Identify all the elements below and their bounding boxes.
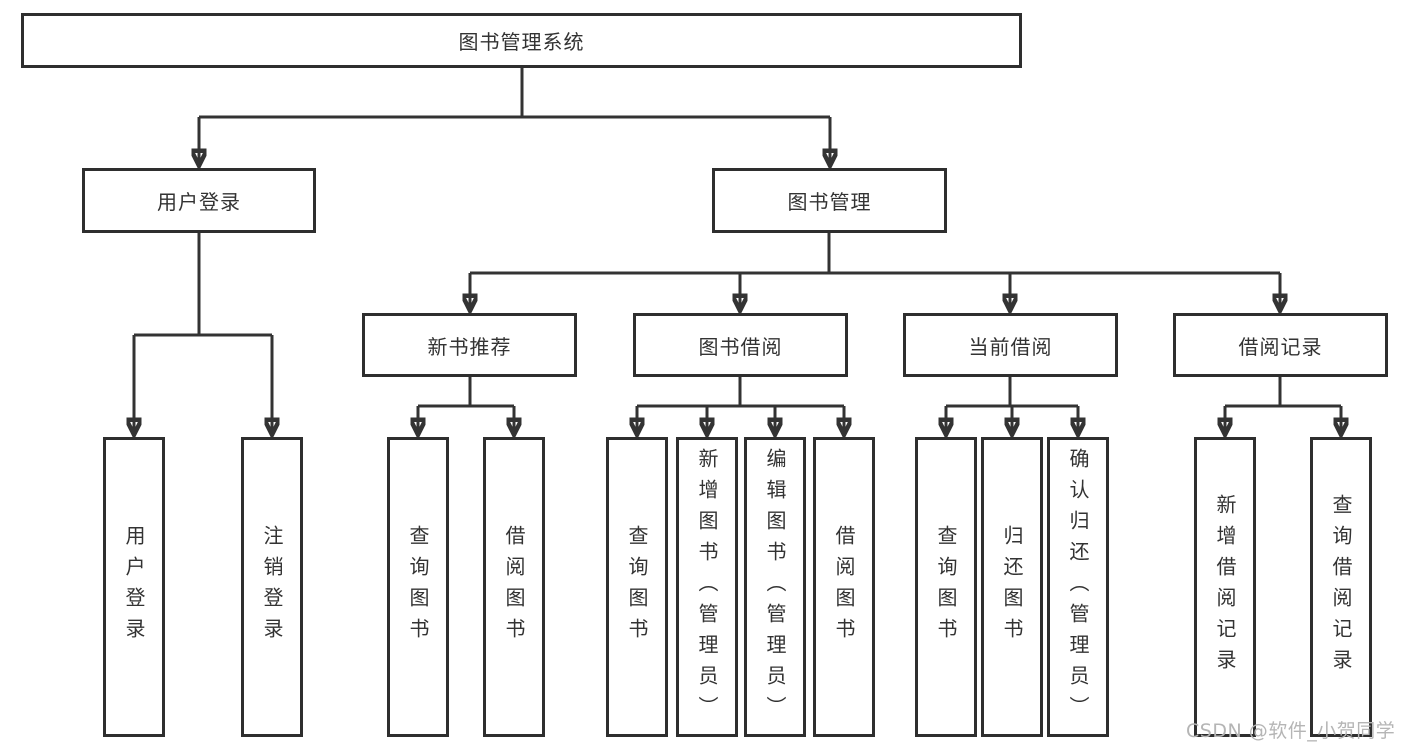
leaf-logout: 注销登录 (241, 437, 303, 737)
leaf-borrow-books-recommend: 借阅图书 (483, 437, 545, 737)
node-label: 查询借阅记录 (1329, 494, 1353, 680)
node-label: 归还图书 (1000, 525, 1024, 649)
leaf-edit-book-admin: 编辑图书（管理员） (744, 437, 806, 737)
node-label: 查询图书 (625, 525, 649, 649)
node-label: 借阅图书 (832, 525, 856, 649)
node-label: 查询图书 (934, 525, 958, 649)
leaf-query-books-current: 查询图书 (915, 437, 977, 737)
leaf-query-books-borrow: 查询图书 (606, 437, 668, 737)
node-label: 注销登录 (260, 525, 284, 649)
leaf-add-borrow-record: 新增借阅记录 (1194, 437, 1256, 737)
node-label: 用户登录 (122, 525, 146, 649)
node-label: 图书借阅 (698, 334, 783, 359)
leaf-add-book-admin: 新增图书（管理员） (676, 437, 738, 737)
node-label: 确认归还（管理员） (1066, 447, 1090, 727)
leaf-user-login: 用户登录 (103, 437, 165, 737)
node-borrowing-records: 借阅记录 (1173, 313, 1388, 377)
node-label: 借阅图书 (502, 525, 526, 649)
node-label: 用户登录 (157, 190, 241, 214)
node-new-book-recommendation: 新书推荐 (362, 313, 577, 377)
leaf-query-borrow-record: 查询借阅记录 (1310, 437, 1372, 737)
csdn-watermark: CSDN @软件_小贺同学 (1186, 720, 1396, 742)
node-label: 查询图书 (406, 525, 430, 649)
node-book-borrowing: 图书借阅 (633, 313, 848, 377)
node-label: 图书管理系统 (458, 30, 585, 54)
node-current-borrowing: 当前借阅 (903, 313, 1118, 377)
leaf-query-books-recommend: 查询图书 (387, 437, 449, 737)
node-book-management: 图书管理 (712, 168, 947, 233)
node-label: 新增借阅记录 (1213, 494, 1237, 680)
node-label: 新增图书（管理员） (695, 447, 719, 727)
node-user-login: 用户登录 (82, 168, 316, 233)
leaf-confirm-return-admin: 确认归还（管理员） (1047, 437, 1109, 737)
node-label: 新书推荐 (427, 334, 512, 359)
node-label: 图书管理 (787, 190, 872, 214)
node-label: 当前借阅 (968, 334, 1053, 359)
node-label: 借阅记录 (1238, 334, 1323, 359)
leaf-return-book: 归还图书 (981, 437, 1043, 737)
node-label: 编辑图书（管理员） (763, 447, 787, 727)
node-library-management-system: 图书管理系统 (21, 13, 1022, 68)
leaf-borrow-books: 借阅图书 (813, 437, 875, 737)
